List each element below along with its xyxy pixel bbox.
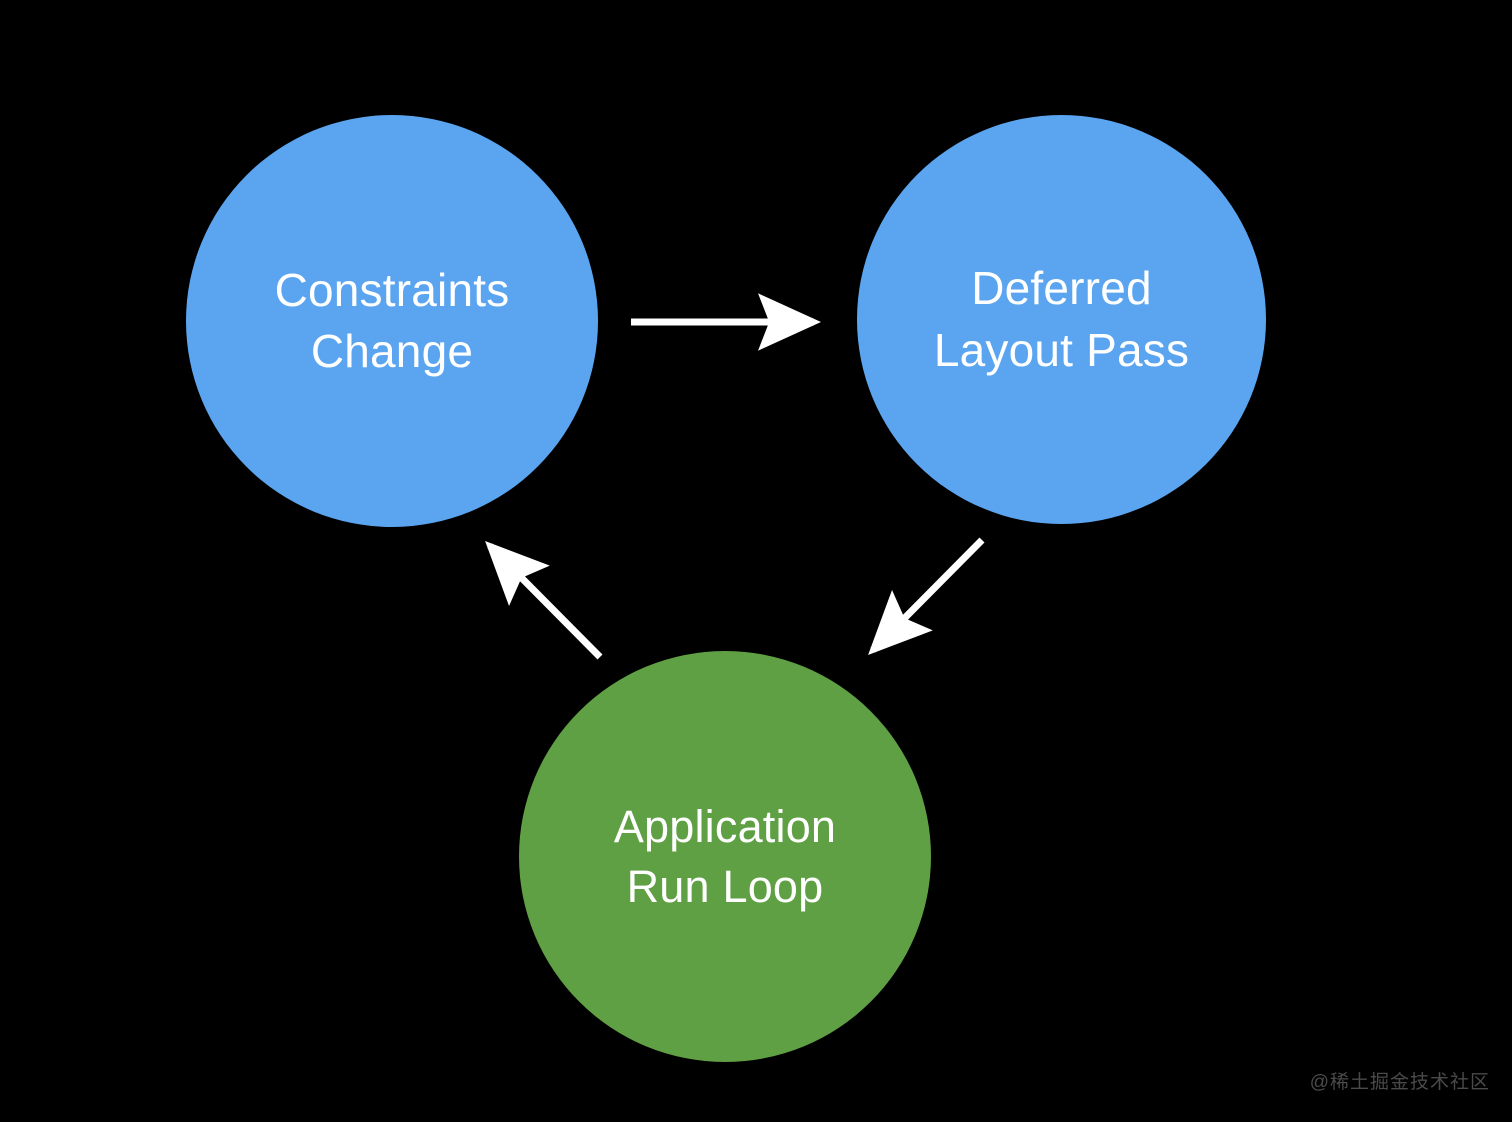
node-application-run-loop[interactable]: Application Run Loop bbox=[519, 651, 931, 1062]
node-deferred-layout-pass[interactable]: Deferred Layout Pass bbox=[857, 115, 1266, 524]
arrow-deferred-to-runloop bbox=[868, 537, 985, 655]
node-application-run-loop-label: Application Run Loop bbox=[613, 800, 837, 912]
node-constraints-change-label: Constraints Change bbox=[274, 263, 510, 377]
node-constraints-change[interactable]: Constraints Change bbox=[186, 115, 598, 527]
arrow-runloop-to-constraints bbox=[485, 541, 603, 660]
watermark-text: @稀土掘金技术社区 bbox=[1309, 1072, 1490, 1093]
node-deferred-layout-pass-label: Deferred Layout Pass bbox=[933, 262, 1190, 376]
